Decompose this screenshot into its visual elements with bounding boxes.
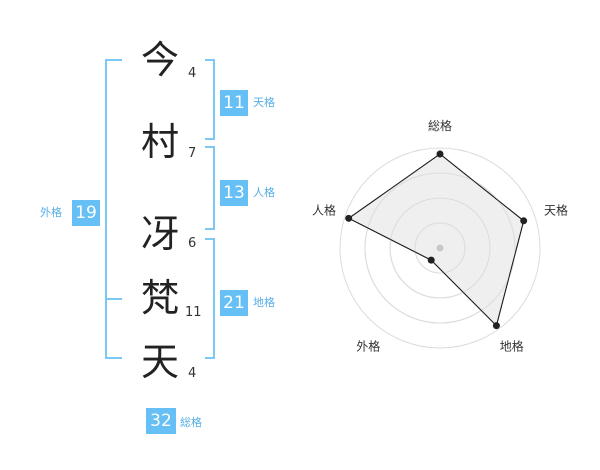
radar-axis-label-4: 外格 — [356, 339, 380, 354]
name-char-3: 冴 — [140, 212, 179, 256]
tenkaku-label: 天格 — [253, 96, 275, 109]
radar-axis-label-5: 人格 — [312, 202, 336, 217]
name-char-4: 梵 — [140, 276, 179, 320]
radar-axis-label-3: 地格 — [500, 339, 524, 354]
radar-ring-overlay-1 — [414, 222, 466, 274]
soukaku-value: 32 — [146, 408, 176, 434]
name-char-5: 天 — [140, 340, 179, 384]
gaikaku-bracket — [105, 59, 122, 359]
radar-center — [436, 244, 444, 252]
soukaku-label: 総格 — [180, 416, 202, 429]
radar-point-1 — [436, 150, 444, 158]
tenkaku-bracket — [205, 59, 215, 140]
radar-point-3 — [492, 322, 500, 330]
gaikaku-label: 外格 — [40, 206, 62, 219]
stroke-count-5: 4 — [188, 366, 197, 381]
name-char-1: 今 — [140, 38, 179, 82]
radar-axis-label-1: 総格 — [428, 118, 452, 133]
stroke-count-1: 4 — [188, 66, 197, 81]
gaikaku-value: 19 — [72, 200, 100, 226]
chikaku-value: 21 — [220, 290, 248, 316]
tenkaku-value: 11 — [220, 90, 248, 116]
radar-point-5 — [345, 214, 353, 222]
radar-ring-overlay-3 — [364, 172, 516, 324]
radar-point-4 — [427, 256, 435, 264]
jinkaku-value: 13 — [220, 180, 248, 206]
radar-ring-overlay-2 — [389, 197, 491, 299]
chikaku-bracket — [205, 238, 215, 359]
chikaku-label: 地格 — [253, 296, 275, 309]
jinkaku-label: 人格 — [253, 186, 275, 199]
name-char-2: 村 — [140, 120, 179, 164]
radar-axis-label-2: 天格 — [544, 202, 568, 217]
jinkaku-bracket — [205, 146, 215, 230]
radar-outline — [347, 153, 525, 327]
stroke-count-2: 7 — [188, 146, 197, 161]
stroke-count-4: 11 — [185, 305, 202, 320]
radar-point-2 — [520, 217, 528, 225]
stroke-count-3: 6 — [188, 236, 197, 251]
